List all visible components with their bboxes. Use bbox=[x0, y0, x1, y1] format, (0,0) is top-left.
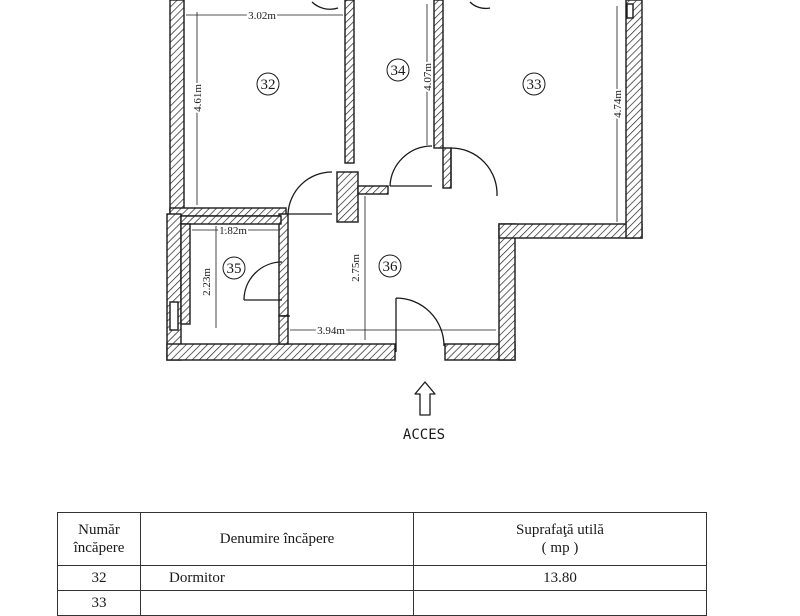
row-room-number: 32 bbox=[57, 565, 141, 591]
door-hall-left bbox=[287, 171, 333, 215]
table-row: 32 Dormitor 13.80 bbox=[57, 565, 707, 591]
dim-36-height: 2.75m bbox=[350, 254, 362, 282]
wall-right-upper bbox=[625, 0, 643, 239]
door-top-left bbox=[311, 1, 339, 10]
dim-35-height: 2.23m bbox=[201, 268, 213, 296]
door-room35 bbox=[243, 261, 283, 301]
room-number-35: 35 bbox=[222, 256, 246, 280]
svg-text:36: 36 bbox=[383, 259, 399, 275]
wall-right-lower bbox=[498, 223, 516, 361]
room-number-33: 33 bbox=[522, 72, 546, 96]
header-useful-area: Suprafaţă utilă ( mp ) bbox=[413, 512, 707, 566]
dim-35-width: 1.82m bbox=[219, 225, 247, 237]
dim-36-width: 3.94m bbox=[317, 325, 345, 337]
access-arrow-icon bbox=[414, 381, 436, 416]
header-room-name: Denumire încăpere bbox=[140, 512, 414, 566]
room-number-34: 34 bbox=[386, 58, 410, 82]
wall-34-33 bbox=[433, 0, 444, 149]
header-room-number: Număr încăpere bbox=[57, 512, 141, 566]
wall-step bbox=[498, 223, 643, 239]
dim-32-width: 3.02m bbox=[248, 10, 276, 22]
dim-33-height: 4.74m bbox=[612, 90, 624, 118]
row-room-number: 33 bbox=[57, 590, 141, 616]
access-label: ACCES bbox=[403, 427, 445, 443]
row-room-area: 13.80 bbox=[413, 565, 707, 591]
wall-bottom-left bbox=[166, 343, 396, 361]
wall-32-34 bbox=[344, 0, 355, 164]
door-top-right bbox=[469, 1, 491, 10]
wall-room35-top bbox=[180, 215, 282, 225]
row-room-area bbox=[413, 590, 707, 616]
svg-text:34: 34 bbox=[391, 63, 407, 79]
door-room34 bbox=[389, 145, 433, 187]
wall-stub bbox=[357, 185, 389, 195]
dim-34-height: 4.07m bbox=[422, 63, 434, 91]
svg-text:35: 35 bbox=[227, 261, 242, 277]
wall-35-36 bbox=[278, 213, 289, 317]
svg-text:33: 33 bbox=[527, 77, 542, 93]
walls bbox=[166, 0, 643, 361]
rooms-table: Număr încăpere Denumire încăpere Suprafa… bbox=[57, 512, 707, 616]
row-room-name: Dormitor bbox=[140, 565, 414, 591]
table-header-row: Număr încăpere Denumire încăpere Suprafa… bbox=[57, 512, 707, 566]
dimension-lines bbox=[186, 4, 618, 340]
room-number-36: 36 bbox=[378, 254, 402, 278]
table-row: 33 bbox=[57, 590, 707, 616]
window-left bbox=[169, 301, 179, 331]
wall-33-lower bbox=[442, 147, 452, 189]
dim-32-height: 4.61m bbox=[192, 84, 204, 112]
room-number-32: 32 bbox=[256, 72, 280, 96]
wall-column bbox=[336, 171, 359, 223]
wall-left-upper bbox=[169, 0, 185, 215]
door-entrance bbox=[395, 297, 445, 352]
wall-left-lower bbox=[166, 213, 182, 361]
wall-inner-35 bbox=[180, 223, 191, 325]
doors bbox=[243, 1, 498, 352]
wall-35-36-bottom bbox=[278, 315, 289, 345]
window-right-top bbox=[626, 3, 634, 19]
svg-text:32: 32 bbox=[261, 77, 276, 93]
floor-plan: 3.02m 4.61m 4.07m 4.74m 1.82m 2.23m 2.75… bbox=[166, 0, 643, 443]
wall-room32-bottom bbox=[169, 207, 287, 217]
door-room33 bbox=[450, 147, 498, 197]
row-room-name bbox=[140, 590, 414, 616]
